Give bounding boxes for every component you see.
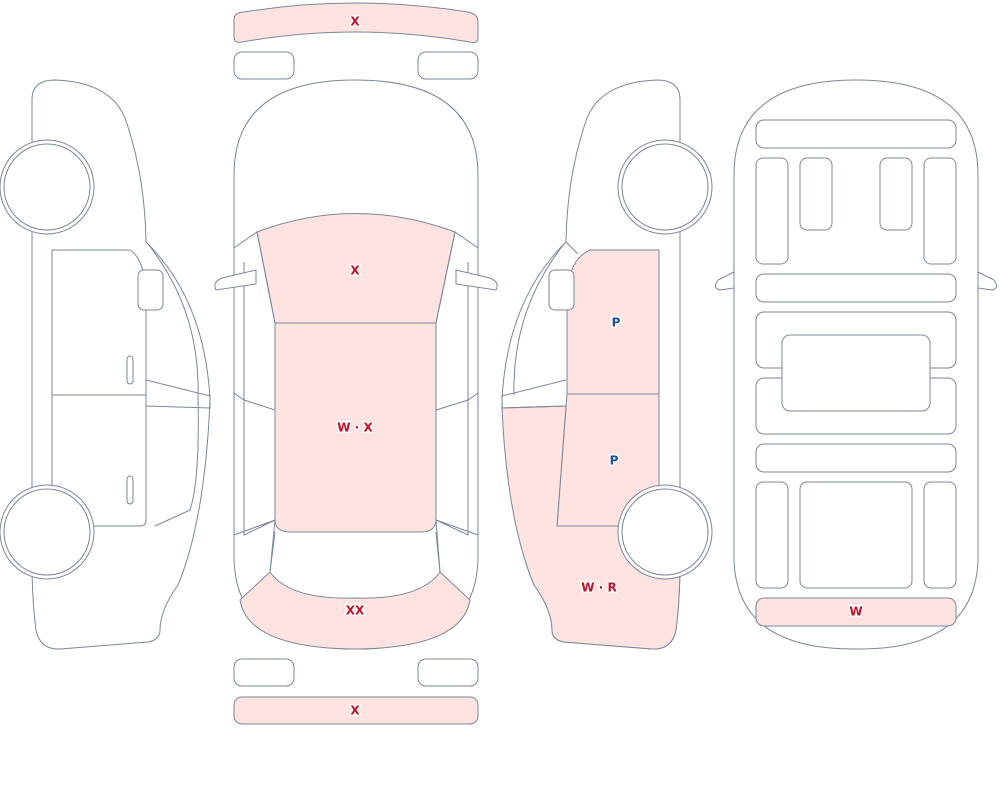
underbody-rear-crossmember[interactable]: [755, 443, 957, 473]
top-left-b-pillar: [233, 392, 276, 411]
front-bumper-code: X: [350, 15, 360, 29]
underbody-front-right-wheel-well[interactable]: [923, 157, 957, 265]
top-left-side-window: [243, 262, 276, 536]
right-rear-quarter-code: W · R: [581, 581, 616, 595]
left-headlight[interactable]: [233, 51, 295, 80]
left-door-frame: [52, 249, 147, 527]
top-left-a-pillar: [233, 231, 276, 324]
top-right-a-pillar: [435, 231, 479, 324]
underbody-dash-panel[interactable]: [755, 273, 957, 303]
top-view: X X W · X XX X: [214, 2, 498, 725]
right-headlight[interactable]: [417, 51, 479, 80]
left-pillar-line: [145, 379, 211, 409]
front-bumper-strip[interactable]: [233, 2, 479, 43]
trunk-lid[interactable]: [239, 571, 471, 650]
underbody-view: W: [714, 79, 998, 650]
left-rear-glass: [147, 243, 199, 527]
left-taillight[interactable]: [233, 658, 295, 687]
right-front-wheel[interactable]: [621, 143, 709, 231]
trunk-code: XX: [346, 604, 365, 618]
right-rear-glass: [513, 243, 565, 396]
left-front-door-handle[interactable]: [126, 355, 134, 385]
underbody-left-mirror[interactable]: [714, 271, 735, 291]
top-rear-window: [269, 531, 441, 573]
underbody-front-left-wheel-well[interactable]: [755, 157, 789, 265]
left-side-view: [0, 79, 211, 650]
top-right-mirror[interactable]: [455, 269, 498, 291]
right-pillar-line: [501, 379, 567, 409]
underbody-right-mirror[interactable]: [977, 271, 998, 291]
underbody-trunk-floor[interactable]: [799, 481, 913, 589]
underbody-rear-left-wheel-well[interactable]: [755, 481, 789, 589]
underbody-rear-panel[interactable]: [755, 597, 957, 627]
left-mirror[interactable]: [137, 269, 164, 311]
right-side-view: P P W · R: [501, 79, 713, 650]
top-right-b-pillar: [435, 392, 479, 411]
right-rear-wheel[interactable]: [621, 488, 709, 576]
right-rear-quarter[interactable]: [501, 405, 681, 650]
roof-code: W · X: [337, 421, 373, 435]
hood-code: X: [350, 264, 360, 278]
underbody-front-right-seat[interactable]: [879, 157, 913, 231]
left-rear-door-handle[interactable]: [126, 475, 134, 505]
underbody-center-tunnel[interactable]: [781, 334, 931, 412]
rear-bumper-code: X: [350, 704, 360, 718]
right-taillight[interactable]: [417, 658, 479, 687]
underbody-front-panel[interactable]: [755, 119, 957, 149]
underbody-rear-right-wheel-well[interactable]: [923, 481, 957, 589]
underbody-front-left-seat[interactable]: [799, 157, 833, 231]
rear-bumper-strip[interactable]: [233, 696, 479, 725]
right-a-pillar-line: [565, 241, 579, 255]
left-front-wheel[interactable]: [3, 143, 91, 231]
top-left-mirror[interactable]: [214, 269, 257, 291]
right-front-door-code: P: [612, 316, 621, 330]
right-rear-door-code: P: [610, 454, 619, 468]
underbody-rear-panel-code: W: [849, 605, 862, 619]
right-mirror[interactable]: [548, 269, 575, 311]
top-right-side-window: [435, 262, 469, 536]
left-rear-wheel[interactable]: [3, 488, 91, 576]
